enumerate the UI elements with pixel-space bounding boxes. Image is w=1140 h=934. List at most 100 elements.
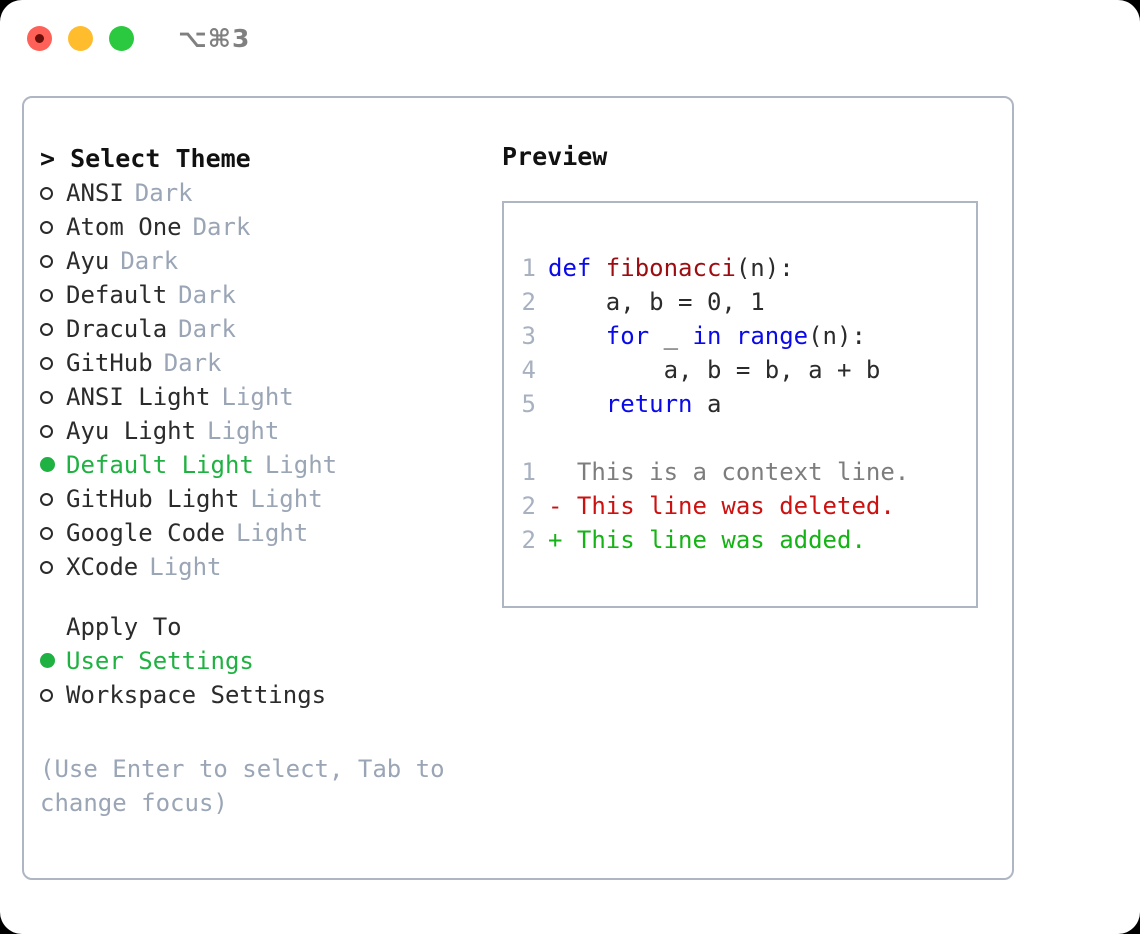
- diff-line-sign: -: [548, 492, 563, 520]
- theme-item-marker: [40, 380, 66, 414]
- code-token: (n):: [808, 322, 866, 350]
- theme-item-marker: [40, 176, 66, 210]
- code-line: 3 for _ in range(n):: [504, 319, 976, 353]
- selected-bullet-icon: [40, 457, 55, 472]
- theme-list-item[interactable]: ANSI Dark: [40, 176, 489, 210]
- diff-line-content: This line was deleted.: [562, 492, 895, 520]
- theme-list-item[interactable]: GitHub Dark: [40, 346, 489, 380]
- code-token: a, b = b, a + b: [548, 356, 881, 384]
- preview-title: Preview: [502, 142, 608, 171]
- select-theme-header-label: > Select Theme: [40, 144, 251, 173]
- code-token: a: [692, 390, 722, 418]
- code-diff-gap: [504, 421, 976, 455]
- hint-spacer: [40, 712, 489, 746]
- diff-line-sign: [548, 455, 562, 489]
- minimize-button[interactable]: [68, 25, 93, 51]
- theme-item-label: Atom One: [66, 213, 182, 241]
- theme-item-variant-badge: Light: [149, 553, 222, 581]
- code-line-number: 4: [521, 356, 536, 384]
- diff-line-number: 1: [521, 458, 536, 486]
- theme-list-item[interactable]: Ayu Light Light: [40, 414, 489, 448]
- code-line-content: a, b = 0, 1: [548, 285, 765, 319]
- code-token: _: [649, 322, 693, 350]
- diff-sample: 1 This is a context line. 2- This line wa…: [504, 455, 976, 557]
- apply-option-label: User Settings: [66, 647, 254, 675]
- theme-item-marker: [40, 346, 66, 380]
- radio-circle-icon: [40, 561, 53, 574]
- radio-circle-icon: [40, 391, 53, 404]
- code-line-content: a, b = b, a + b: [548, 353, 881, 387]
- theme-item-label: Ayu: [66, 247, 110, 275]
- radio-circle-icon: [40, 357, 53, 370]
- code-token: for: [605, 322, 650, 350]
- close-button[interactable]: [27, 25, 52, 51]
- code-line-content: return a: [548, 387, 722, 421]
- theme-item-label: GitHub: [66, 349, 153, 377]
- theme-item-variant-badge: Light: [221, 383, 294, 411]
- list-spacer: [40, 584, 489, 610]
- radio-circle-icon: [40, 323, 53, 336]
- code-token: (n):: [735, 254, 794, 282]
- code-token: fibonacci: [605, 254, 736, 282]
- theme-list-item[interactable]: Atom One Dark: [40, 210, 489, 244]
- code-line-number: 3: [521, 322, 536, 350]
- title-bar: ⌥⌘3: [0, 0, 1140, 76]
- code-line-number: 5: [521, 390, 536, 418]
- theme-item-label: Ayu Light: [66, 417, 197, 445]
- code-line-content: def fibonacci(n):: [548, 251, 794, 285]
- code-token: def: [548, 254, 606, 282]
- code-line: 2 a, b = 0, 1: [504, 285, 976, 319]
- radio-circle-icon: [40, 221, 53, 234]
- code-line-number: 2: [521, 288, 536, 316]
- theme-item-label: ANSI: [66, 179, 124, 207]
- theme-item-marker: [40, 210, 66, 244]
- theme-item-variant-badge: Dark: [178, 315, 236, 343]
- theme-item-marker: [40, 448, 66, 482]
- code-line: 1 def fibonacci(n):: [504, 251, 976, 285]
- theme-item-variant-badge: Dark: [134, 179, 193, 207]
- theme-item-variant-badge: Light: [207, 417, 280, 445]
- theme-item-variant-badge: Dark: [192, 213, 251, 241]
- theme-item-label: Google Code: [66, 519, 225, 547]
- theme-item-variant-badge: Dark: [163, 349, 222, 377]
- keyboard-shortcut-label: ⌥⌘3: [178, 23, 251, 53]
- apply-option-marker: [40, 678, 66, 712]
- theme-list-item[interactable]: Default Dark: [40, 278, 489, 312]
- theme-item-variant-badge: Dark: [178, 281, 236, 309]
- theme-item-variant-badge: Light: [264, 451, 338, 479]
- diff-line: 2+ This line was added.: [504, 523, 976, 557]
- apply-option-marker: [40, 644, 66, 678]
- selected-bullet-icon: [40, 653, 55, 668]
- code-token: a, b = 0, 1: [548, 288, 765, 316]
- code-line: 4 a, b = b, a + b: [504, 353, 976, 387]
- radio-circle-icon: [40, 425, 53, 438]
- apply-to-option[interactable]: Workspace Settings: [40, 678, 489, 712]
- code-token: return: [605, 390, 693, 418]
- code-line-number: 1: [521, 254, 536, 282]
- radio-circle-icon: [40, 527, 53, 540]
- apply-to-option[interactable]: User Settings: [40, 644, 489, 678]
- code-token: [548, 322, 606, 350]
- zoom-button[interactable]: [109, 25, 134, 51]
- theme-item-label: Default: [66, 281, 168, 309]
- diff-line-sign: +: [548, 526, 563, 554]
- apply-to-title-row: Apply To: [40, 610, 489, 644]
- radio-circle-icon: [40, 689, 53, 702]
- diff-line: 2- This line was deleted.: [504, 489, 976, 523]
- diff-line-content: This is a context line.: [562, 458, 910, 486]
- theme-item-label: Dracula: [66, 315, 168, 343]
- theme-list-item[interactable]: Dracula Dark: [40, 312, 489, 346]
